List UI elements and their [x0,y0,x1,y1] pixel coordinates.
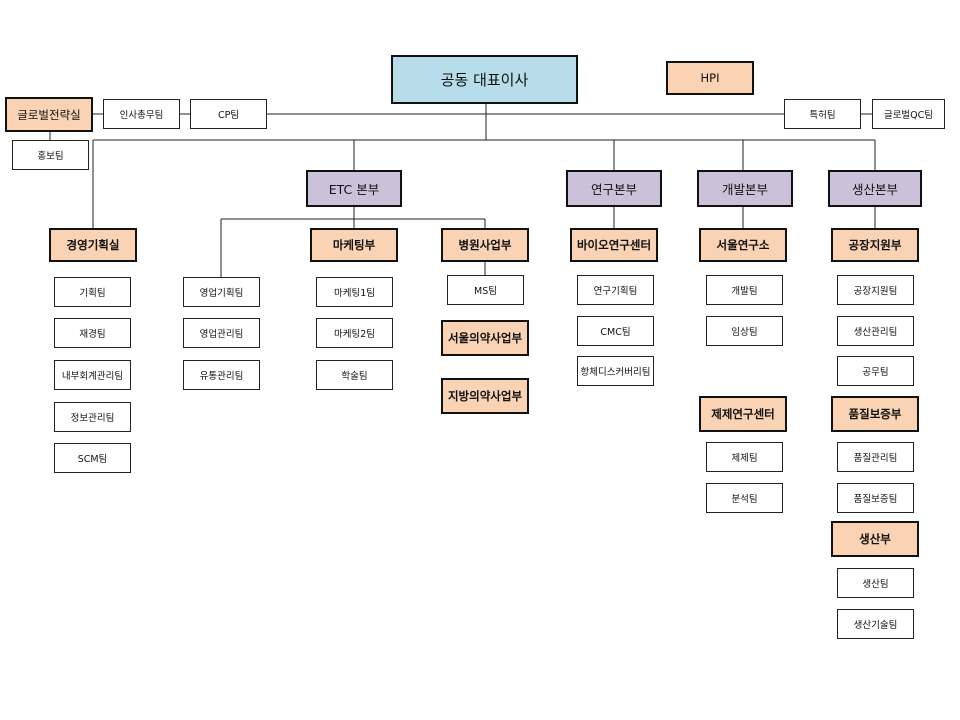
cmc-team-box: CMC팀 [577,316,654,346]
global-qc-team-box: 글로벌QC팀 [872,99,945,129]
development-division-box: 개발본부 [697,170,793,207]
pr-team-box: 홍보팀 [12,140,89,170]
ms-team-box: MS팀 [447,275,524,305]
research-planning-team-box: 연구기획팀 [577,275,654,305]
formulation-center-box: 제제연구센터 [699,396,787,432]
finance-team-box: 재경팀 [54,318,131,348]
development-team-box: 개발팀 [706,275,783,305]
engineering-team-box: 공무팀 [837,356,914,386]
production-dept-box: 생산부 [831,521,919,557]
internal-accounting-team-box: 내부회계관리팀 [54,360,131,390]
management-office-box: 경영기획실 [49,228,137,262]
global-strategy-box: 글로벌전략실 [5,97,93,132]
antibody-discovery-team-box: 항체디스커버리팀 [577,356,654,386]
hr-admin-team-box: 인사총무팀 [103,99,180,129]
ceo-box: 공동 대표이사 [391,55,578,104]
cp-team-box: CP팀 [190,99,267,129]
sales-planning-team-box: 영업기획팀 [183,277,260,307]
production-division-box: 생산본부 [828,170,922,207]
plant-support-dept-box: 공장지원부 [831,228,919,262]
bio-research-center-box: 바이오연구센터 [570,228,658,262]
distribution-team-box: 유통관리팀 [183,360,260,390]
scm-team-box: SCM팀 [54,443,131,473]
marketing-dept-box: 마케팅부 [310,228,398,262]
production-team-box: 생산팀 [837,568,914,598]
quality-assurance-team-box: 품질보증팀 [837,483,914,513]
sales-management-team-box: 영업관리팀 [183,318,260,348]
analysis-team-box: 분석팀 [706,483,783,513]
marketing2-team-box: 마케팅2팀 [316,318,393,348]
etc-division-box: ETC 본부 [306,170,402,207]
formulation-team-box: 제제팀 [706,442,783,472]
seoul-clinic-dept-box: 서울의약사업부 [441,320,529,356]
clinical-team-box: 임상팀 [706,316,783,346]
info-management-team-box: 정보관리팀 [54,402,131,432]
hpi-box: HPI [666,61,754,95]
production-management-team-box: 생산관리팀 [837,316,914,346]
academic-team-box: 학술팀 [316,360,393,390]
production-technology-team-box: 생산기술팀 [837,609,914,639]
planning-team-box: 기획팀 [54,277,131,307]
marketing1-team-box: 마케팅1팀 [316,277,393,307]
quality-assurance-dept-box: 품질보증부 [831,396,919,432]
regional-clinic-dept-box: 지방의약사업부 [441,378,529,414]
research-division-box: 연구본부 [566,170,662,207]
quality-control-team-box: 품질관리팀 [837,442,914,472]
seoul-lab-box: 서울연구소 [699,228,787,262]
patent-team-box: 특허팀 [784,99,861,129]
plant-support-team-box: 공장지원팀 [837,275,914,305]
hospital-dept-box: 병원사업부 [441,228,529,262]
